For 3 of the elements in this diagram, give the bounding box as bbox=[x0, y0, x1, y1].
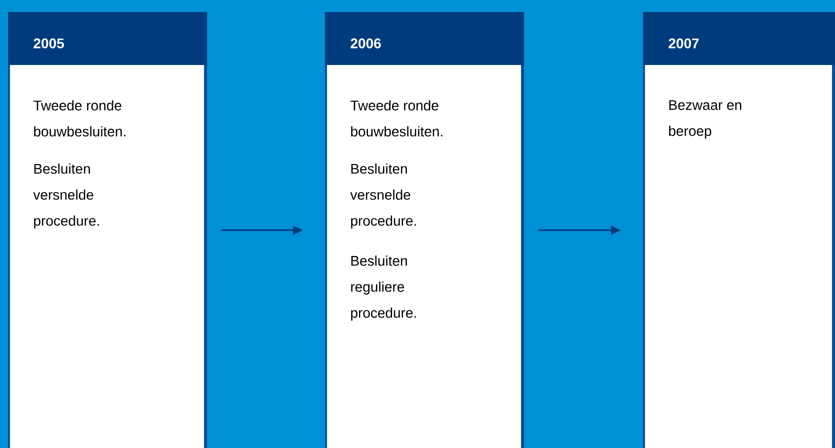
timeline-column: 2005 Tweede ronde bouwbesluiten. Besluiten versnelde procedure. bbox=[8, 12, 207, 448]
timeline-column: 2006 Tweede ronde bouwbesluiten. Besluiten versnelde procedure. Besluiten reguliere procedure. bbox=[325, 12, 524, 448]
timeline-column: 2007 Bezwaar en beroep bbox=[643, 12, 835, 448]
